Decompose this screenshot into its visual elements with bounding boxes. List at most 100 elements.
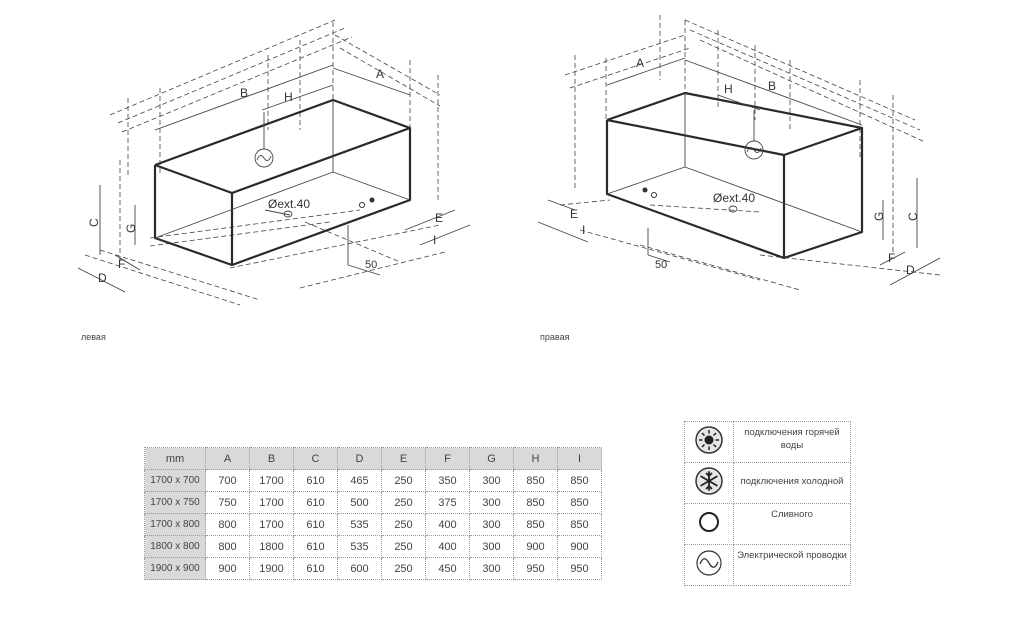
- table-header-i: I: [557, 447, 602, 470]
- table-header-h: H: [513, 447, 558, 470]
- table-header-row: mm A B C D E F G H I: [144, 447, 602, 470]
- connections-legend: подключения горячей воды подключения хол…: [684, 421, 851, 586]
- table-header-mm: mm: [144, 447, 206, 470]
- cell: 1800: [249, 535, 294, 558]
- legend-text-cold: подключения холодной: [733, 462, 851, 504]
- cell: 300: [469, 535, 514, 558]
- table-header-b: B: [249, 447, 294, 470]
- cell: 800: [205, 535, 250, 558]
- legend-row: подключения горячей воды: [684, 421, 851, 463]
- cell: 610: [293, 469, 338, 492]
- cell: 375: [425, 491, 470, 514]
- left-bathtub-drawing: A B H C G F D E I Øext.40 50: [77, 19, 471, 306]
- cell: 535: [337, 513, 382, 536]
- table-row: 1700 x 800 800 1700 610 535 250 400 300 …: [144, 513, 602, 536]
- left-label-g: G: [124, 224, 138, 233]
- table-row: 1900 x 900 900 1900 610 600 250 450 300 …: [144, 557, 602, 580]
- cell: 1900: [249, 557, 294, 580]
- cell: 950: [513, 557, 558, 580]
- cell: 700: [205, 469, 250, 492]
- right-bathtub-drawing: A B H C G F D E I Øext.40 50: [537, 15, 941, 291]
- cell: 300: [469, 557, 514, 580]
- left-label-f: F: [118, 257, 125, 271]
- table-header-e: E: [381, 447, 426, 470]
- left-label-e: E: [435, 211, 443, 225]
- cell: 850: [513, 491, 558, 514]
- cell: 800: [205, 513, 250, 536]
- cell: 750: [205, 491, 250, 514]
- table-header-g: G: [469, 447, 514, 470]
- dimensions-table: mm A B C D E F G H I 1700 x 700 700 1700…: [144, 447, 602, 580]
- cell: 450: [425, 557, 470, 580]
- cell: 900: [513, 535, 558, 558]
- left-label-h: H: [284, 90, 293, 104]
- row-size: 1700 x 800: [144, 513, 206, 536]
- cell: 1700: [249, 469, 294, 492]
- cell: 950: [557, 557, 602, 580]
- cell: 535: [337, 535, 382, 558]
- row-size: 1700 x 700: [144, 469, 206, 492]
- table-row: 1700 x 700 700 1700 610 465 250 350 300 …: [144, 469, 602, 492]
- right-label-i: I: [582, 223, 585, 237]
- left-label-offset: 50: [365, 259, 377, 271]
- cold-water-icon: [695, 466, 723, 495]
- cell: 610: [293, 491, 338, 514]
- right-label-d: D: [906, 263, 915, 277]
- left-caption: левая: [81, 332, 106, 342]
- cell: 250: [381, 513, 426, 536]
- hot-water-icon: [695, 425, 723, 454]
- legend-row: подключения холодной: [684, 462, 851, 504]
- left-label-i: I: [433, 233, 436, 247]
- legend-text-hot: подключения горячей воды: [733, 421, 851, 463]
- cell: 850: [557, 513, 602, 536]
- cell: 250: [381, 535, 426, 558]
- electric-icon: [696, 549, 722, 576]
- row-size: 1700 x 750: [144, 491, 206, 514]
- left-label-b: B: [240, 86, 248, 100]
- right-label-f: F: [888, 251, 895, 265]
- row-size: 1800 x 800: [144, 535, 206, 558]
- right-label-a: A: [636, 56, 644, 70]
- legend-row: Электрической проводки: [684, 544, 851, 586]
- table-row: 1800 x 800 800 1800 610 535 250 400 300 …: [144, 535, 602, 558]
- cell: 610: [293, 513, 338, 536]
- cell: 600: [337, 557, 382, 580]
- legend-text-electric: Электрической проводки: [733, 544, 851, 586]
- table-header-d: D: [337, 447, 382, 470]
- right-label-g: G: [872, 212, 886, 221]
- right-label-drain: Øext.40: [713, 191, 755, 205]
- cell: 850: [557, 491, 602, 514]
- cell: 850: [513, 513, 558, 536]
- cell: 400: [425, 513, 470, 536]
- right-label-b: B: [768, 79, 776, 93]
- cell: 250: [381, 469, 426, 492]
- left-label-drain: Øext.40: [268, 197, 310, 211]
- right-label-offset: 50: [655, 259, 667, 271]
- left-label-a: A: [376, 67, 384, 81]
- table-row: 1700 x 750 750 1700 610 500 250 375 300 …: [144, 491, 602, 514]
- cell: 1700: [249, 513, 294, 536]
- cell: 250: [381, 491, 426, 514]
- row-size: 1900 x 900: [144, 557, 206, 580]
- cell: 400: [425, 535, 470, 558]
- cell: 250: [381, 557, 426, 580]
- left-label-d: D: [98, 271, 107, 285]
- cell: 850: [513, 469, 558, 492]
- cell: 300: [469, 469, 514, 492]
- cell: 900: [557, 535, 602, 558]
- cell: 850: [557, 469, 602, 492]
- cell: 300: [469, 513, 514, 536]
- cell: 900: [205, 557, 250, 580]
- legend-row: Сливного: [684, 503, 851, 545]
- right-caption: правая: [540, 332, 570, 342]
- table-header-f: F: [425, 447, 470, 470]
- right-label-c: C: [906, 212, 920, 221]
- right-label-h: H: [724, 82, 733, 96]
- cell: 1700: [249, 491, 294, 514]
- table-header-a: A: [205, 447, 250, 470]
- cell: 465: [337, 469, 382, 492]
- cell: 300: [469, 491, 514, 514]
- cell: 610: [293, 535, 338, 558]
- drain-icon: [699, 511, 719, 532]
